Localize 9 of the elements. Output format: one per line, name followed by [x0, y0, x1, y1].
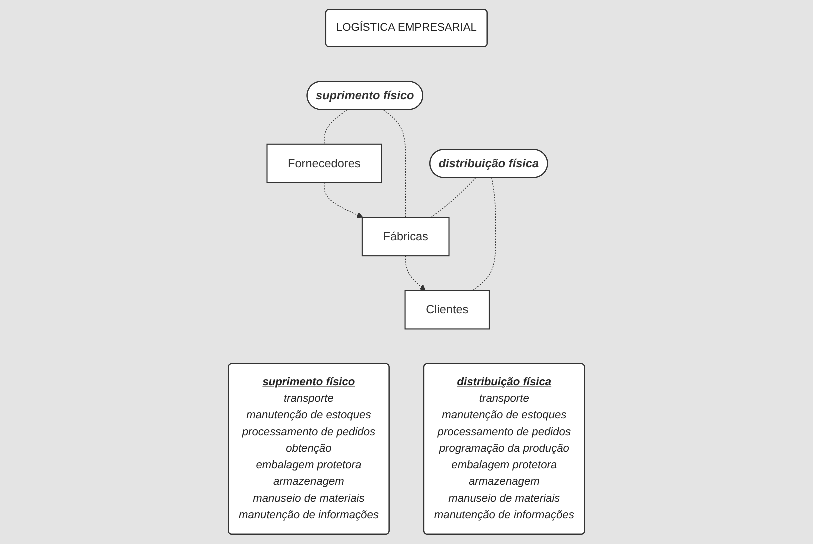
arrow — [324, 182, 364, 218]
connector — [383, 110, 406, 218]
node-box: Clientes — [404, 290, 490, 330]
node-box: Fornecedores — [266, 144, 382, 184]
connector — [430, 178, 476, 218]
arrow — [405, 256, 426, 291]
node-box: Fábricas — [362, 217, 450, 257]
connector — [472, 178, 496, 292]
connector — [324, 110, 348, 145]
